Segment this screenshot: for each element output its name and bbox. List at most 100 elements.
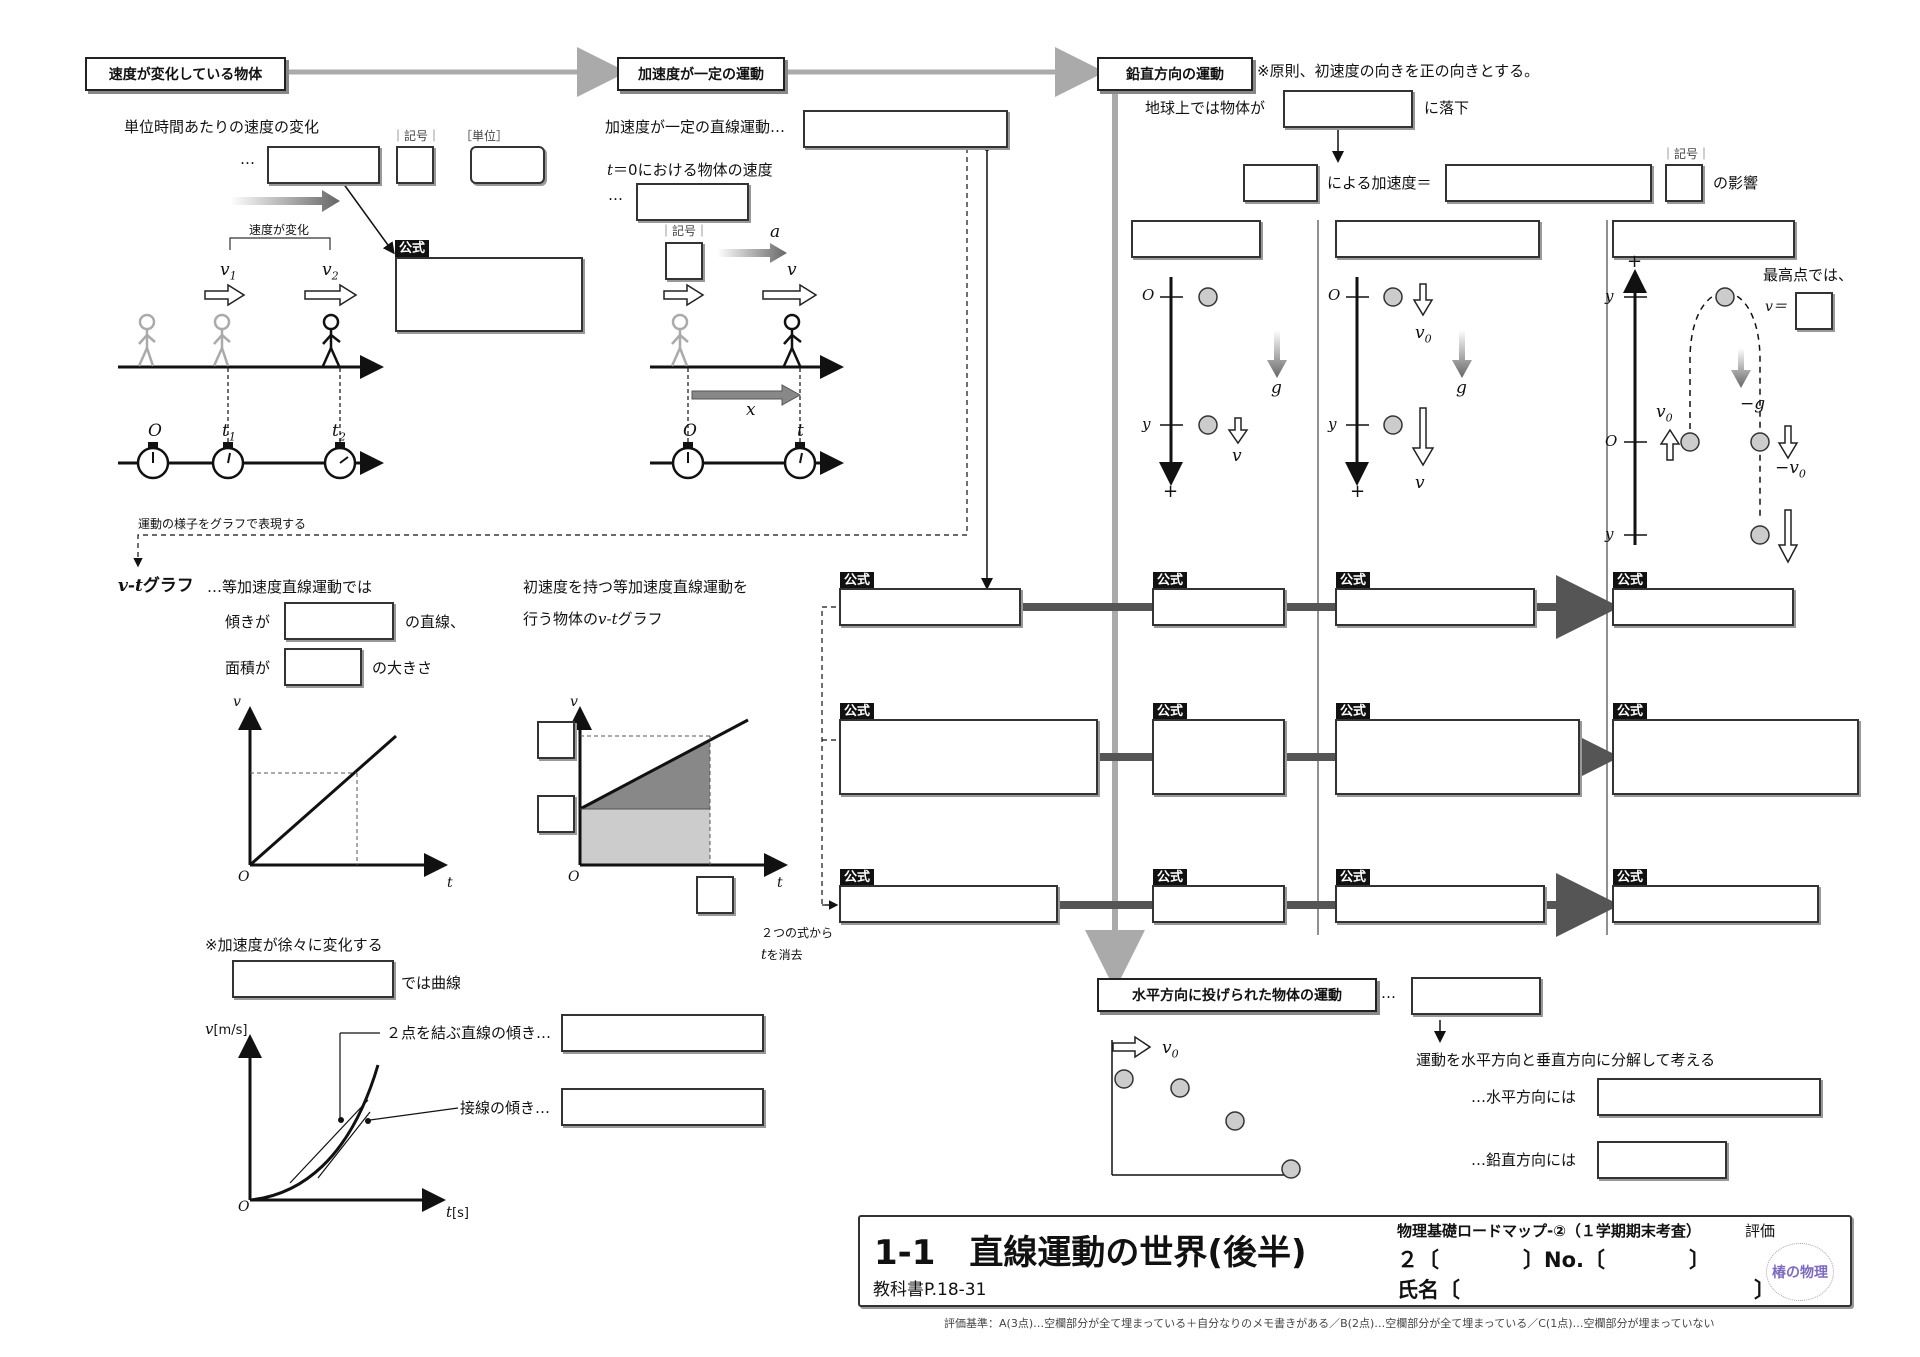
blank-formula-displacement[interactable] xyxy=(839,719,1098,795)
area-suffix: の大きさ xyxy=(372,659,433,677)
axis-v: v xyxy=(233,694,241,710)
initial-velocity-desc: t＝0における物体の速度 xyxy=(607,161,773,179)
t1-label: t1 xyxy=(222,421,236,444)
blank-formula-throwdown-v2[interactable] xyxy=(1335,885,1545,923)
blank-instant-acceleration[interactable] xyxy=(561,1088,764,1126)
vt-graph-title: v-tグラフ xyxy=(118,576,194,596)
blank-fall-direction[interactable] xyxy=(1283,90,1413,128)
blank-formula-throwdown-v[interactable] xyxy=(1335,588,1535,626)
a-label: a xyxy=(770,222,781,242)
col1-g: g xyxy=(1271,378,1282,398)
textbook-pages: 教科書P.18-31 xyxy=(873,1280,987,1300)
series-name: 物理基礎ロードマップ-②（１学期期末考査） xyxy=(1397,1222,1701,1240)
blank-formula-throwup-v[interactable] xyxy=(1612,588,1794,626)
blank-formula-freefall-v2[interactable] xyxy=(1152,885,1285,923)
chord-label: ２点を結ぶ直線の傾き… xyxy=(386,1024,552,1042)
tangent-label: 接線の傾き… xyxy=(460,1099,551,1117)
graph-note: 運動の様子をグラフで表現する xyxy=(138,517,307,531)
col2-plus: + xyxy=(1350,481,1366,502)
blank-motion-type-3[interactable] xyxy=(1612,220,1795,258)
vertical-direction: …鉛直方向には xyxy=(1471,1151,1577,1169)
blank-gravity-cause[interactable] xyxy=(1243,164,1318,202)
blank-motion-type-1[interactable] xyxy=(1131,220,1261,258)
axis-t: t xyxy=(777,875,783,891)
eval-label: 評価 xyxy=(1745,1222,1776,1240)
formula-tag: 公式 xyxy=(1613,703,1648,720)
area-prefix: 面積が xyxy=(225,659,271,677)
formula-tag: 公式 xyxy=(840,869,875,886)
blank-vt2-v0[interactable] xyxy=(537,795,575,833)
header-vertical-motion: 鉛直方向の運動 xyxy=(1097,57,1253,91)
header-note: ※原則、初速度の向きを正の向きとする。 xyxy=(1257,62,1540,80)
blank-acceleration-symbol[interactable] xyxy=(396,146,434,184)
blank-formula-v2[interactable] xyxy=(839,885,1058,923)
blank-average-acceleration[interactable] xyxy=(561,1014,764,1052)
v1-label: v1 xyxy=(220,260,237,283)
blank-initial-velocity-symbol[interactable] xyxy=(665,242,703,280)
col3-y-bottom: y xyxy=(1605,525,1614,543)
logo-stamp: 椿の物理 xyxy=(1766,1243,1834,1301)
gradient-arrow xyxy=(230,190,340,212)
blank-formula-velocity[interactable] xyxy=(839,588,1021,626)
fall-desc-suffix: に落下 xyxy=(1424,99,1470,117)
blank-top-velocity[interactable] xyxy=(1795,292,1833,330)
blank-horizontal-throw[interactable] xyxy=(1411,977,1541,1015)
axis-origin: O xyxy=(568,869,580,885)
time-origin: O xyxy=(148,421,162,441)
formula-tag: 公式 xyxy=(395,240,430,257)
constant-acc-desc: 加速度が一定の直線運動… xyxy=(605,118,786,136)
acceleration-definition: 単位時間あたりの速度の変化 xyxy=(124,118,320,136)
blank-area[interactable] xyxy=(284,648,362,686)
axis-t: t xyxy=(447,875,453,891)
curve-note: ※加速度が徐々に変化する xyxy=(205,936,383,954)
class-number-field[interactable]: ２〔 〕No.〔 〕 xyxy=(1397,1248,1710,1272)
eliminate-note-2: tを消去 xyxy=(761,947,803,963)
blank-acceleration-term[interactable] xyxy=(267,146,380,184)
blank-acceleration-unit[interactable] xyxy=(470,146,545,184)
axis-v: v xyxy=(570,694,578,710)
grading-criteria: 評価基準：A(3点)…空欄部分が全て埋まっている＋自分なりのメモ書きがある／B(… xyxy=(944,1317,1715,1330)
blank-formula-throwup-v2[interactable] xyxy=(1612,885,1819,923)
v-equals: v＝ xyxy=(1765,299,1787,315)
fall-desc-prefix: 地球上では物体が xyxy=(1145,99,1266,117)
blank-formula-throwdown-y[interactable] xyxy=(1335,719,1580,795)
blank-gravity-accel[interactable] xyxy=(1445,164,1652,202)
blank-gravity-symbol[interactable] xyxy=(1665,164,1703,202)
blank-uniform-accel-motion[interactable] xyxy=(803,110,1008,148)
col3-y-top: y xyxy=(1605,287,1614,305)
blank-formula-freefall-y[interactable] xyxy=(1152,719,1285,795)
label-symbol: ｜記号｜ xyxy=(660,224,709,238)
col1-origin: O xyxy=(1142,286,1155,304)
influence-label: の影響 xyxy=(1713,174,1759,192)
col1-plus: + xyxy=(1163,481,1179,502)
formula-tag: 公式 xyxy=(840,703,875,720)
label-symbol: ｜記号｜ xyxy=(392,129,441,143)
blank-initial-velocity[interactable] xyxy=(636,183,749,221)
blank-variable-accel[interactable] xyxy=(232,960,394,998)
blank-vertical-motion[interactable] xyxy=(1597,1141,1727,1179)
header-horizontal-throw: 水平方向に投げられた物体の運動 xyxy=(1097,978,1377,1012)
blank-formula-freefall-v[interactable] xyxy=(1152,588,1285,626)
t-label: t xyxy=(797,421,804,441)
col2-g: g xyxy=(1456,378,1467,398)
blank-acceleration-formula[interactable] xyxy=(395,257,583,332)
col1-v: v xyxy=(1232,446,1242,466)
blank-horizontal-motion[interactable] xyxy=(1597,1078,1821,1116)
vt-line-1 xyxy=(249,734,397,867)
blank-vt2-t[interactable] xyxy=(696,876,734,914)
col2-y: y xyxy=(1328,415,1337,433)
blank-motion-type-2[interactable] xyxy=(1335,220,1540,258)
col3-plus: + xyxy=(1627,251,1643,272)
student-name-field[interactable]: 氏名〔 〕 xyxy=(1397,1278,1775,1302)
label-symbol: ｜記号｜ xyxy=(1662,147,1711,161)
formula-tag: 公式 xyxy=(1153,703,1188,720)
col1-y: y xyxy=(1142,415,1151,433)
x-label: x xyxy=(746,400,756,420)
blank-vt2-v[interactable] xyxy=(537,721,575,759)
formula-tag: 公式 xyxy=(1336,703,1371,720)
blank-formula-throwup-y[interactable] xyxy=(1612,719,1859,795)
blank-slope[interactable] xyxy=(284,602,394,640)
col3-v0: v0 xyxy=(1656,402,1673,425)
col2-v0: v0 xyxy=(1415,323,1432,346)
